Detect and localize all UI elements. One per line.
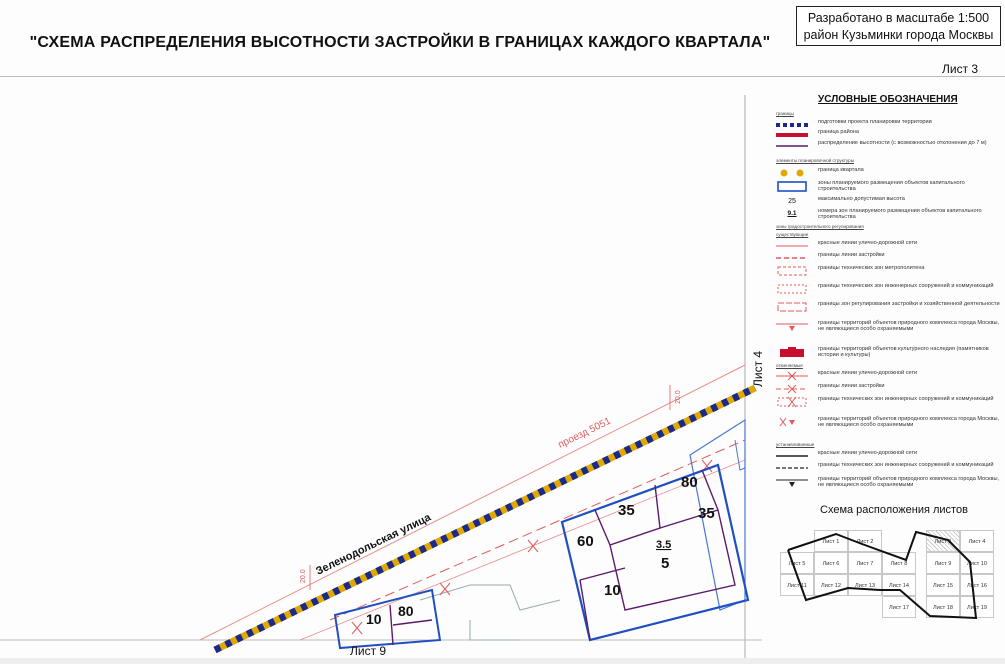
legend-row-new-engineering: границы технических зон инженерных соору… (776, 462, 994, 469)
sheet-cell-19[interactable]: Лист 19 (960, 596, 994, 618)
legend-row-engineering: границы технических зон инженерных соору… (764, 283, 1004, 295)
zone-outline-right-detail (734, 439, 746, 471)
legend-row-regulation-zones: границы зон регулирования застройки и хо… (764, 301, 1004, 313)
legend-symbol-zone (777, 181, 807, 192)
legend-row-max-height: 25 максимально допустимая высота (764, 196, 1004, 208)
legend-heading-existing: существующие (776, 232, 809, 237)
dimension-label-1: 20.0 (300, 569, 307, 583)
sheet-cell-4[interactable]: Лист 4 (960, 530, 994, 552)
sheet-cell-5[interactable]: Лист 5 (780, 552, 814, 574)
sheet-scheme-title: Схема расположения листов (820, 504, 968, 516)
cross-marks (351, 459, 713, 635)
legend-heading-cancelled: отменяемые (776, 363, 803, 368)
sheet-cell-9[interactable]: Лист 9 (926, 552, 960, 574)
quarter-zone-3-5 (560, 463, 750, 642)
building-line-dashed (329, 439, 746, 621)
drawing-title: "СХЕМА РАСПРЕДЕЛЕНИЯ ВЫСОТНОСТИ ЗАСТРОЙК… (29, 34, 771, 51)
legend-row-nature: границы территорий объектов природного к… (764, 320, 1004, 332)
sheet-cell-17[interactable]: Лист 17 (882, 596, 916, 618)
legend-row-metro: границы технических зон метрополитена (764, 265, 1004, 277)
header-divider (0, 76, 1005, 77)
legend-row-height-distribution: распределение высотности (с возможностью… (764, 140, 1004, 152)
legend-heading-planning-structure: элементы планировочной структуры (776, 158, 855, 163)
existing-building-1 (419, 584, 561, 611)
legend-panel: УСЛОВНЫЕ ОБОЗНАЧЕНИЯ границы подготовки … (764, 86, 1004, 646)
height-35-left: 35 (618, 502, 635, 519)
legend-heading-regulation: зоны градостроительного регулирования (776, 224, 864, 229)
height-80-bottom: 80 (398, 603, 414, 619)
legend-row-cancelled-building: границы линии застройки (764, 383, 1004, 395)
sheet-number: Лист 3 (942, 62, 979, 76)
legend-row-district: граница района (764, 129, 1004, 141)
bottom-strip (0, 658, 1005, 664)
title-stamp: Разработано в масштабе 1:500 район Кузьм… (796, 6, 1001, 46)
legend-row-new-red: красные линии улично-дорожной сети (776, 450, 918, 457)
sheet-cell-6[interactable]: Лист 6 (814, 552, 848, 574)
legend-row-building-lines: границы линии застройки (776, 252, 885, 259)
height-10-bottom: 10 (366, 611, 382, 627)
sheet-ref-bottom: Лист 9 (350, 644, 386, 658)
sheet-ref-right: Лист 4 (751, 351, 765, 387)
quarter-code: 3.5 (656, 539, 671, 551)
legend-row-red-lines: красные линии улично-дорожной сети (776, 240, 918, 247)
project-area-outline (787, 530, 978, 620)
stamp-district: район Кузьминки города Москвы (803, 28, 994, 42)
existing-building-2 (469, 620, 520, 641)
legend-symbol-height (776, 145, 808, 147)
height-35-right: 35 (698, 505, 715, 522)
legend-row-zone-numbers: 9.1 номера зон планируемого размещения о… (764, 208, 1004, 220)
legend-heading-established: устанавливаемые (776, 442, 815, 447)
legend-row-quarter: граница квартала (764, 167, 1004, 179)
sheet-cell-2[interactable]: Лист 2 (848, 530, 882, 552)
stamp-scale: Разработано в масштабе 1:500 (807, 11, 990, 25)
height-60: 60 (577, 533, 594, 550)
planning-boundary (213, 384, 757, 654)
legend-row-planning: подготовки проекта планировки территории (764, 119, 1004, 131)
height-divisions (579, 469, 736, 641)
height-divisions-bottom (389, 604, 433, 646)
legend-sample-height: 25 (788, 198, 796, 205)
sheet-cell-16[interactable]: Лист 16 (960, 574, 994, 596)
dimension-label-2: 20.0 (675, 390, 682, 404)
legend-symbol-district (776, 133, 808, 137)
legend-heading-boundaries: границы (776, 111, 794, 116)
legend-row-cancelled-nature: границы территорий объектов природного к… (764, 416, 1004, 428)
legend-row-cancelled-red: красные линии улично-дорожной сети (764, 370, 1004, 382)
sheet-cell-3[interactable]: Лист 3 (926, 530, 960, 552)
legend-symbol-planning (776, 123, 808, 127)
quarter-height: 5 (661, 555, 669, 572)
legend-sample-zone: 9.1 (787, 210, 797, 217)
legend-row-heritage: границы территорий объектов культурного … (764, 346, 1004, 358)
map-area (0, 77, 762, 658)
legend-row-new-nature: границы территорий объектов природного к… (764, 476, 1004, 488)
legend-row-cancelled-engineering: границы технических зон инженерных соору… (764, 396, 1004, 408)
height-10-mid: 10 (604, 582, 621, 599)
height-80-top: 80 (681, 474, 698, 491)
sheet-cell-10[interactable]: Лист 10 (960, 552, 994, 574)
legend-row-zones: зоны планируемого размещения объектов ка… (764, 180, 1004, 192)
sheet-cell-7[interactable]: Лист 7 (848, 552, 882, 574)
sheet-cell-15[interactable]: Лист 15 (926, 574, 960, 596)
zone-bottom (333, 588, 442, 650)
legend-title: УСЛОВНЫЕ ОБОЗНАЧЕНИЯ (818, 94, 958, 105)
red-line-upper (199, 364, 746, 641)
red-line-lower (299, 459, 746, 641)
legend-symbol-quarter (780, 169, 804, 177)
